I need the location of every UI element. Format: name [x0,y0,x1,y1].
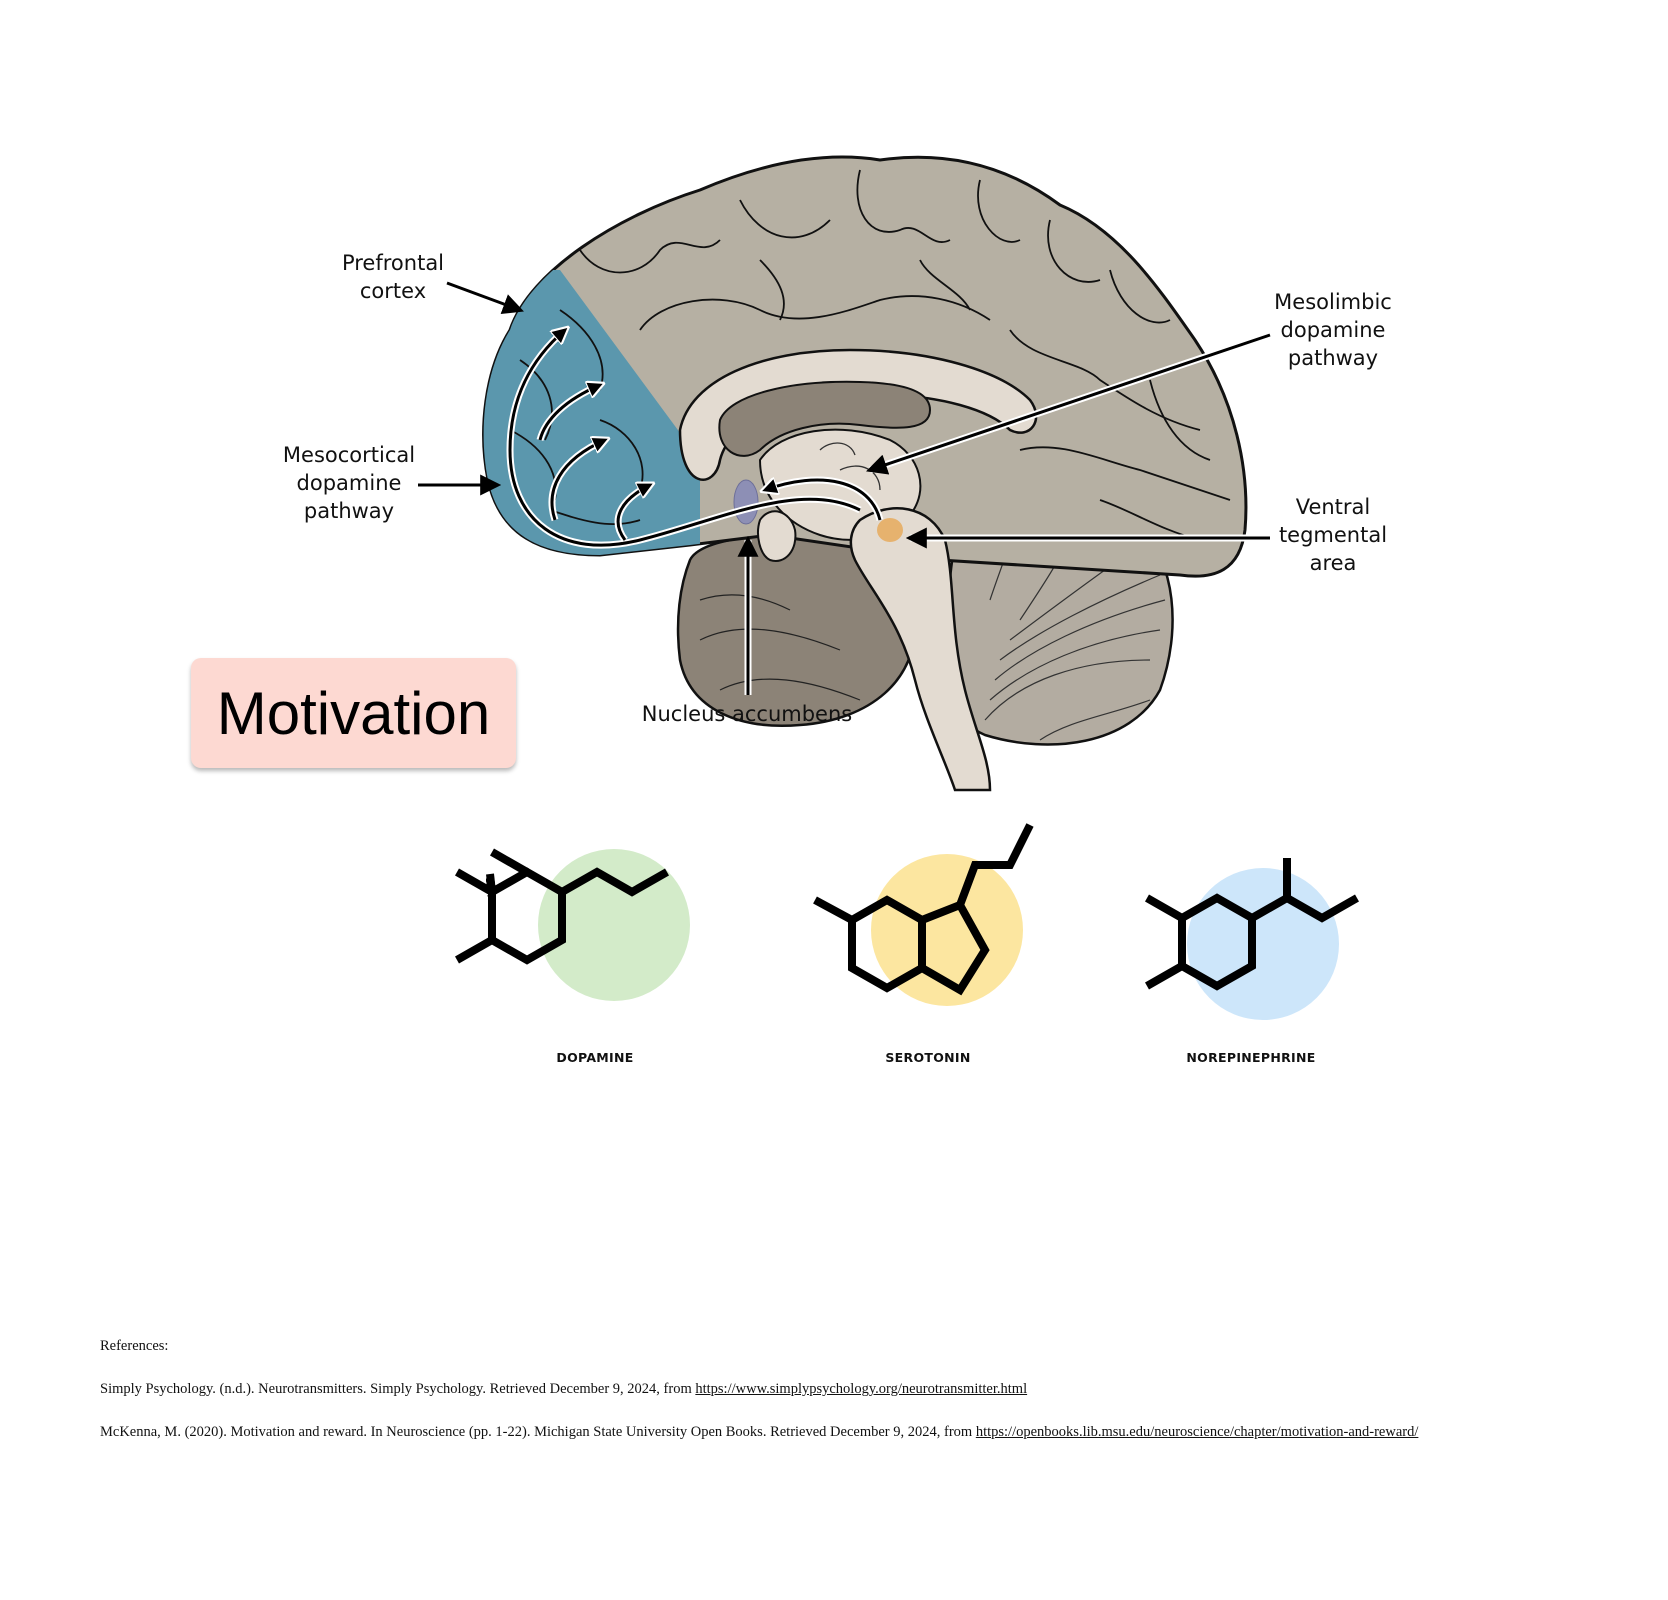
prefrontal-region [483,270,700,577]
label-mesolimbic-3: pathway [1288,346,1378,370]
nucleus-accumbens [733,479,759,525]
label-norepinephrine: NOREPINEPHRINE [1186,1050,1315,1065]
lateral-ventricle [718,380,932,457]
motivation-badge: Motivation [191,658,516,768]
molecule-norepinephrine [1145,858,1359,1020]
label-prefrontal-1: Prefrontal [342,251,444,275]
mesolimbic-arrow [765,476,884,522]
callout-arrows [418,281,1272,695]
norepinephrine-structure [1145,858,1359,991]
reference-item: McKenna, M. (2020). Motivation and rewar… [100,1424,1418,1441]
corpus-callosum [678,348,1038,481]
label-vta-2: tegmental [1279,523,1387,547]
reference-link[interactable]: https://openbooks.lib.msu.edu/neuroscien… [975,1424,1419,1440]
dopamine-structure [455,848,669,964]
label-mesocortical-2: dopamine [297,471,402,495]
label-serotonin: SEROTONIN [885,1050,970,1065]
references-heading: References: [100,1338,169,1354]
reference-text: McKenna, M. (2020). Motivation and rewar… [100,1424,976,1440]
label-vta-3: area [1310,551,1357,575]
reference-text: Simply Psychology. (n.d.). Neurotransmit… [100,1381,696,1397]
label-dopamine: DOPAMINE [556,1050,633,1065]
reference-item: Simply Psychology. (n.d.). Neurotransmit… [100,1381,1027,1398]
mesocortical-arrows [506,330,862,549]
label-prefrontal-2: cortex [360,279,426,303]
molecule-serotonin [813,823,1034,1006]
ventral-tegmental-area [877,518,903,542]
label-mesolimbic-2: dopamine [1281,318,1386,342]
gyri [509,169,1231,541]
label-mesolimbic-1: Mesolimbic [1274,290,1392,314]
label-nucleus-accumbens: Nucleus accumbens [642,702,852,726]
label-mesocortical-3: pathway [304,499,394,523]
reference-link[interactable]: https://www.simplypsychology.org/neurotr… [695,1381,1028,1397]
label-mesocortical-1: Mesocortical [283,443,415,467]
serotonin-structure [813,823,1034,996]
label-vta-1: Ventral [1296,495,1371,519]
